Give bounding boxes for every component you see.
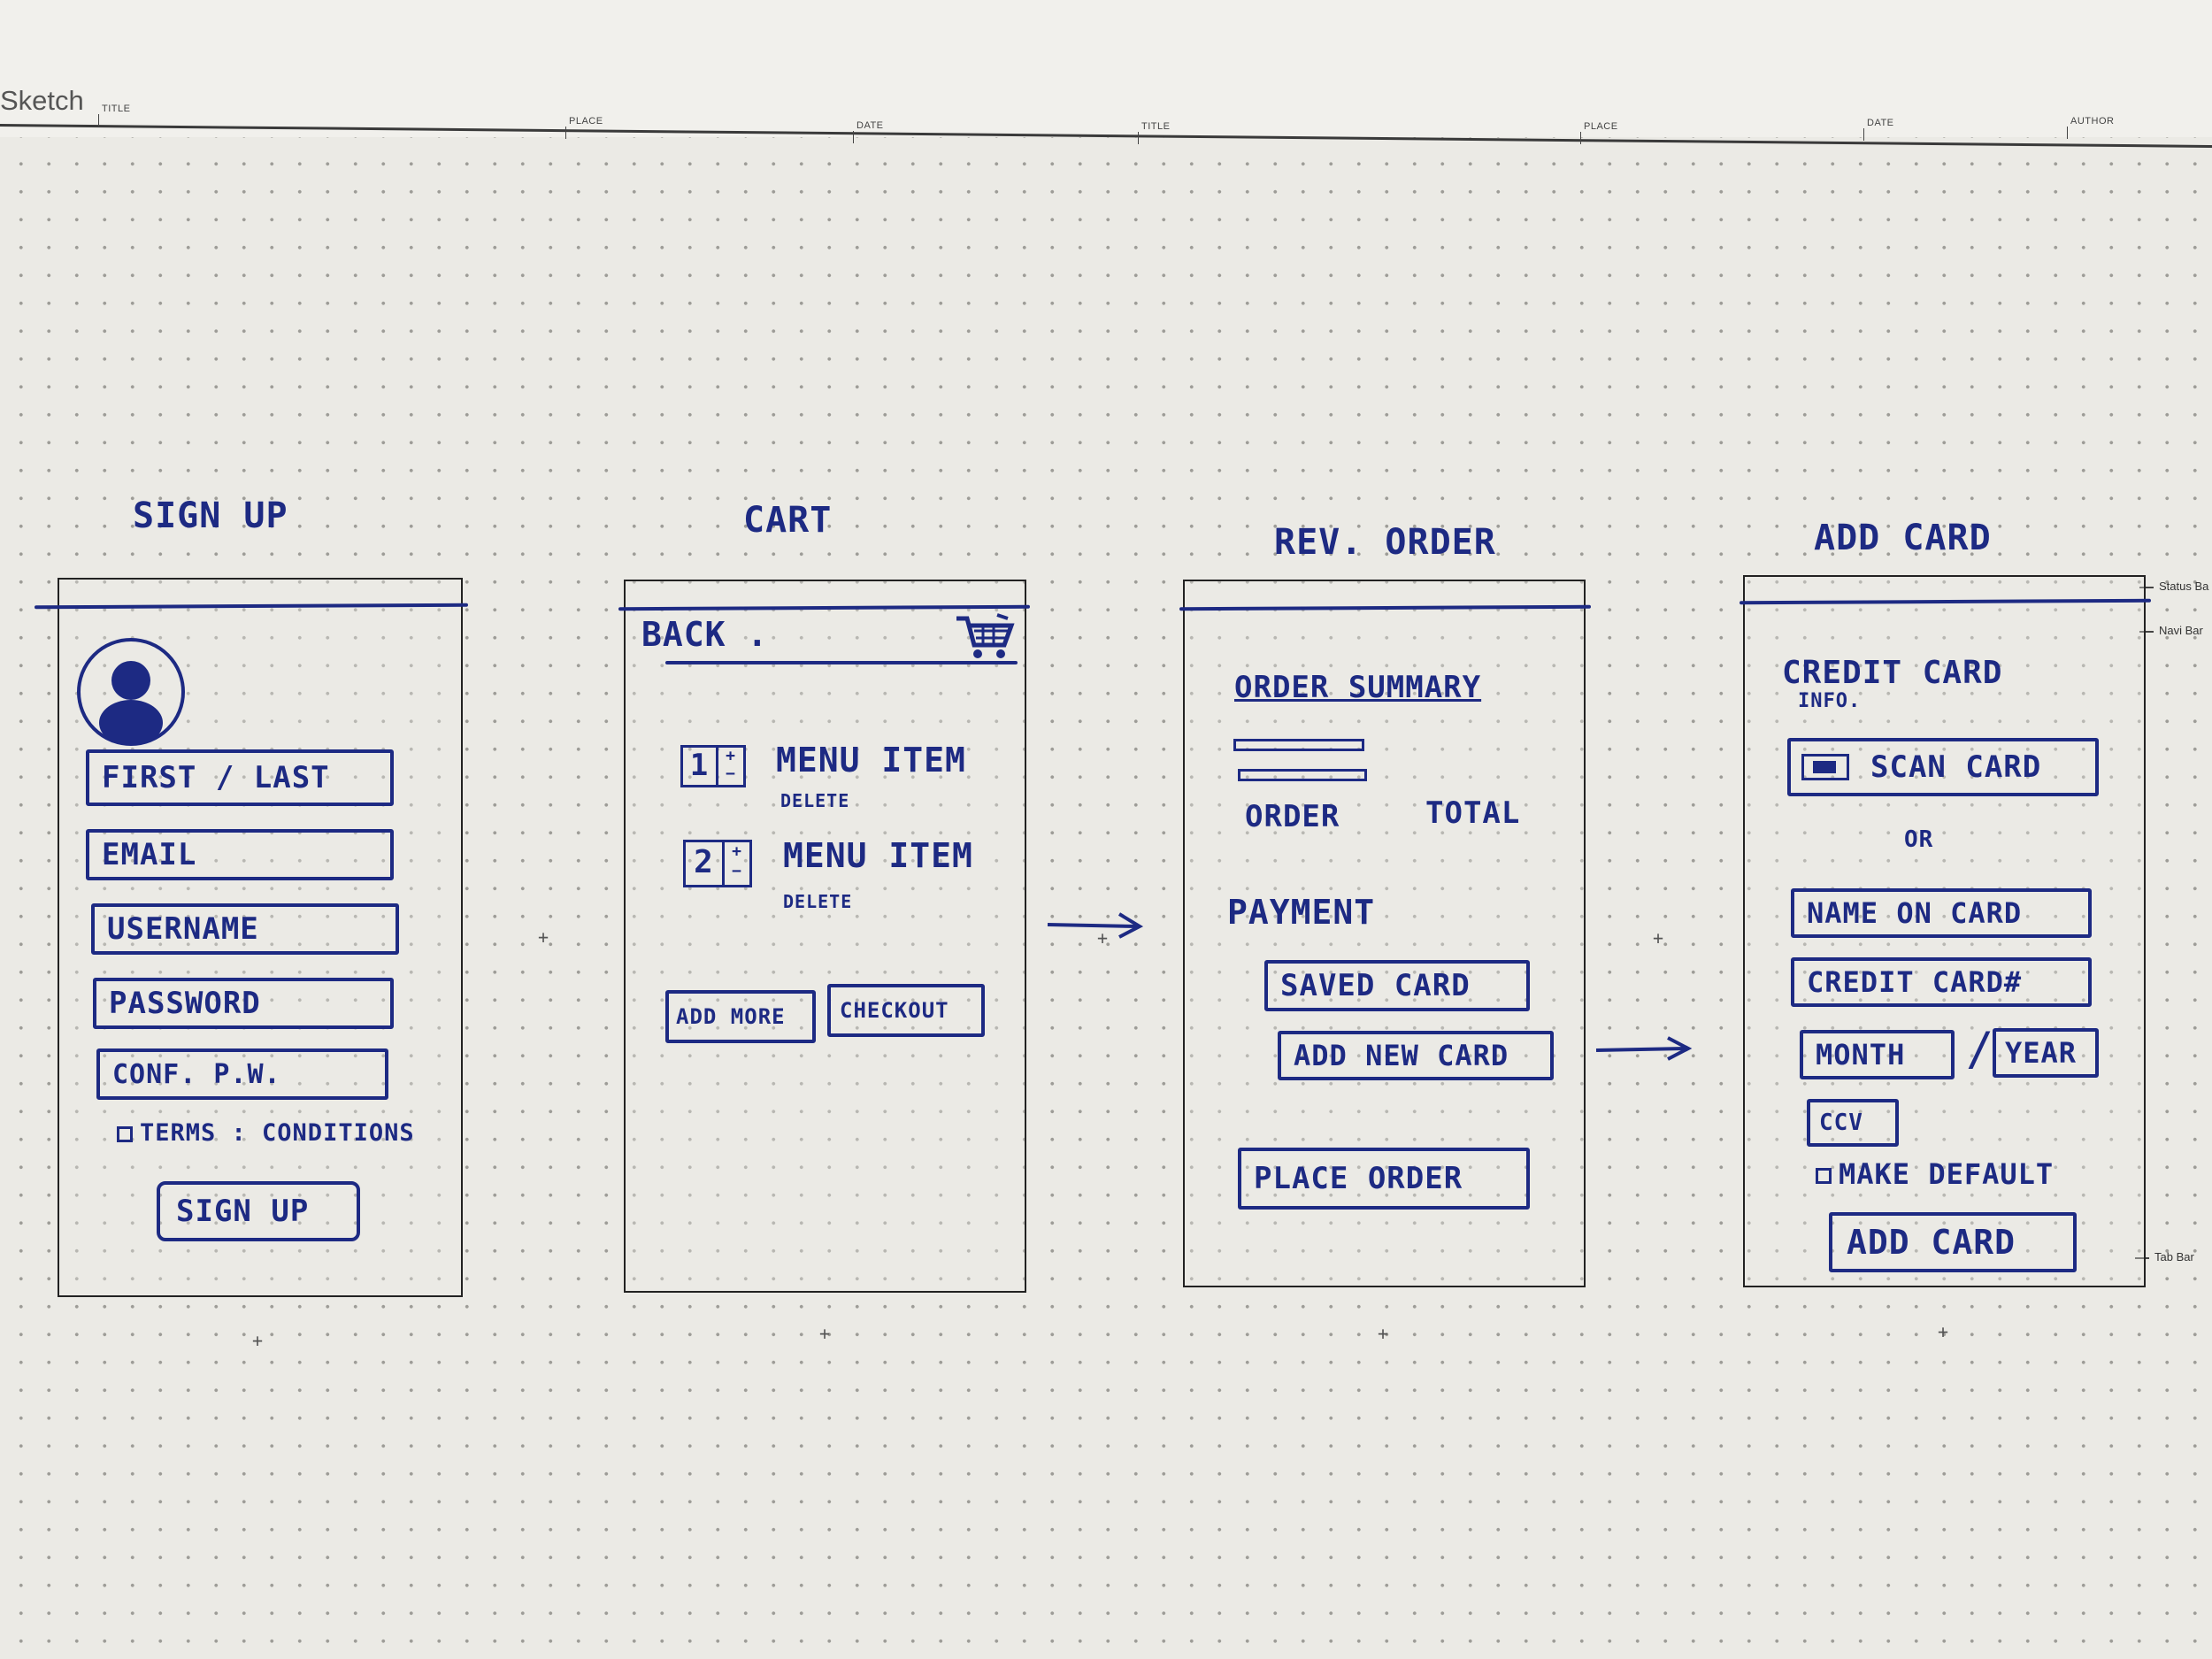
make-default-checkbox[interactable]: [1816, 1168, 1832, 1184]
user-avatar-icon: [77, 638, 185, 746]
nav-bar-label: Navi Bar: [2139, 624, 2203, 637]
header-label-date-2: DATE: [1863, 118, 1894, 141]
phone-frame-sign-up: FIRST / LAST EMAIL USERNAME PASSWORD CON…: [34, 578, 469, 1297]
username-field[interactable]: USERNAME: [91, 903, 399, 955]
terms-label: TERMS : CONDITIONS: [140, 1119, 415, 1147]
header-label-date-1: DATE: [853, 120, 884, 143]
header-band: [0, 0, 2212, 137]
brand-label: Sketch: [0, 85, 84, 116]
cvv-field[interactable]: CCV: [1807, 1099, 1899, 1147]
plus-minus-icon[interactable]: +−: [732, 842, 742, 880]
header-label-title-2: TITLE: [1137, 121, 1171, 144]
menu-item-name: MENU ITEM: [776, 741, 966, 780]
scan-card-label: SCAN CARD: [1870, 749, 2042, 785]
make-default-label: MAKE DEFAULT: [1839, 1157, 2055, 1191]
phone-frame-add-card: CREDIT CARD INFO. SCAN CARD OR NAME ON C…: [1739, 575, 2152, 1287]
back-button[interactable]: BACK .: [641, 615, 769, 654]
quantity-value: 1: [683, 748, 718, 785]
flow-arrow-icon: [1044, 907, 1146, 946]
phone-frame-cart: BACK . 1 +− MENU ITEM DELETE 2 +− MENU I…: [618, 580, 1031, 1293]
status-bar-label: Status Ba: [2139, 580, 2209, 593]
summary-line-placeholder: [1238, 769, 1367, 781]
first-last-name-field[interactable]: FIRST / LAST: [86, 749, 394, 806]
screen-title-review-order: REV. ORDER: [1274, 522, 1496, 563]
registration-mark: +: [1653, 927, 1664, 949]
summary-line-placeholder: [1233, 739, 1364, 751]
add-card-button[interactable]: ADD CARD: [1829, 1212, 2077, 1272]
registration-mark: +: [538, 926, 549, 948]
add-new-card-button[interactable]: ADD NEW CARD: [1278, 1031, 1554, 1080]
status-bar-line: [34, 603, 469, 610]
screen-title-sign-up: SIGN UP: [133, 495, 288, 536]
or-divider: OR: [1904, 826, 1934, 853]
password-field[interactable]: PASSWORD: [93, 978, 394, 1029]
make-default-row[interactable]: MAKE DEFAULT: [1816, 1157, 2054, 1191]
credit-card-heading: CREDIT CARD: [1782, 655, 2003, 691]
year-field[interactable]: YEAR: [1993, 1028, 2099, 1078]
flow-arrow-icon: [1593, 1031, 1694, 1070]
menu-item-name: MENU ITEM: [783, 836, 973, 875]
scan-card-button[interactable]: SCAN CARD: [1787, 738, 2099, 796]
status-bar-line: [1739, 598, 2152, 605]
quantity-stepper[interactable]: 1 +−: [680, 745, 746, 787]
order-summary-heading: ORDER SUMMARY: [1234, 670, 1482, 705]
name-on-card-field[interactable]: NAME ON CARD: [1791, 888, 2092, 938]
registration-mark: +: [1097, 927, 1109, 949]
saved-card-button[interactable]: SAVED CARD: [1264, 960, 1530, 1011]
header-label-author: AUTHOR: [2066, 116, 2115, 139]
header-label-place-2: PLACE: [1580, 121, 1618, 144]
screen-title-add-card: ADD CARD: [1814, 518, 1992, 558]
nav-bar-line: [665, 661, 1018, 664]
status-bar-line: [1179, 604, 1592, 611]
place-order-button[interactable]: PLACE ORDER: [1238, 1148, 1530, 1210]
terms-checkbox[interactable]: [117, 1125, 133, 1142]
credit-card-subheading: INFO.: [1798, 690, 1862, 712]
order-label: ORDER: [1245, 799, 1340, 834]
header-label-title-1: TITLE: [97, 104, 131, 127]
quantity-value: 2: [686, 842, 725, 885]
card-number-field[interactable]: CREDIT CARD#: [1791, 957, 2092, 1007]
month-field[interactable]: MONTH: [1800, 1030, 1955, 1079]
screen-title-cart: CART: [743, 500, 833, 541]
registration-mark: +: [252, 1330, 264, 1351]
confirm-password-field[interactable]: CONF. P.W.: [96, 1048, 388, 1100]
quantity-stepper[interactable]: 2 +−: [683, 840, 752, 887]
sign-up-button[interactable]: SIGN UP: [157, 1181, 360, 1241]
payment-heading: PAYMENT: [1227, 893, 1376, 932]
card-icon: [1801, 754, 1849, 780]
phone-frame-review-order: ORDER SUMMARY ORDER TOTAL PAYMENT SAVED …: [1179, 580, 1592, 1287]
delete-link[interactable]: DELETE: [783, 891, 853, 912]
terms-row[interactable]: TERMS : CONDITIONS: [117, 1119, 415, 1147]
delete-link[interactable]: DELETE: [780, 790, 850, 811]
registration-mark: +: [1938, 1321, 1949, 1342]
total-label: TOTAL: [1425, 795, 1521, 831]
date-separator: /: [1966, 1023, 1995, 1076]
tab-bar-label: Tab Bar: [2135, 1250, 2194, 1263]
checkout-button[interactable]: CHECKOUT: [827, 984, 985, 1037]
plus-minus-icon[interactable]: +−: [726, 747, 736, 783]
status-bar-line: [618, 604, 1031, 611]
shopping-cart-icon[interactable]: [953, 613, 1015, 664]
add-more-button[interactable]: ADD MORE: [665, 990, 816, 1043]
registration-mark: +: [1378, 1323, 1389, 1344]
header-label-place-1: PLACE: [565, 116, 603, 139]
email-field[interactable]: EMAIL: [86, 829, 394, 880]
registration-mark: +: [819, 1323, 831, 1344]
